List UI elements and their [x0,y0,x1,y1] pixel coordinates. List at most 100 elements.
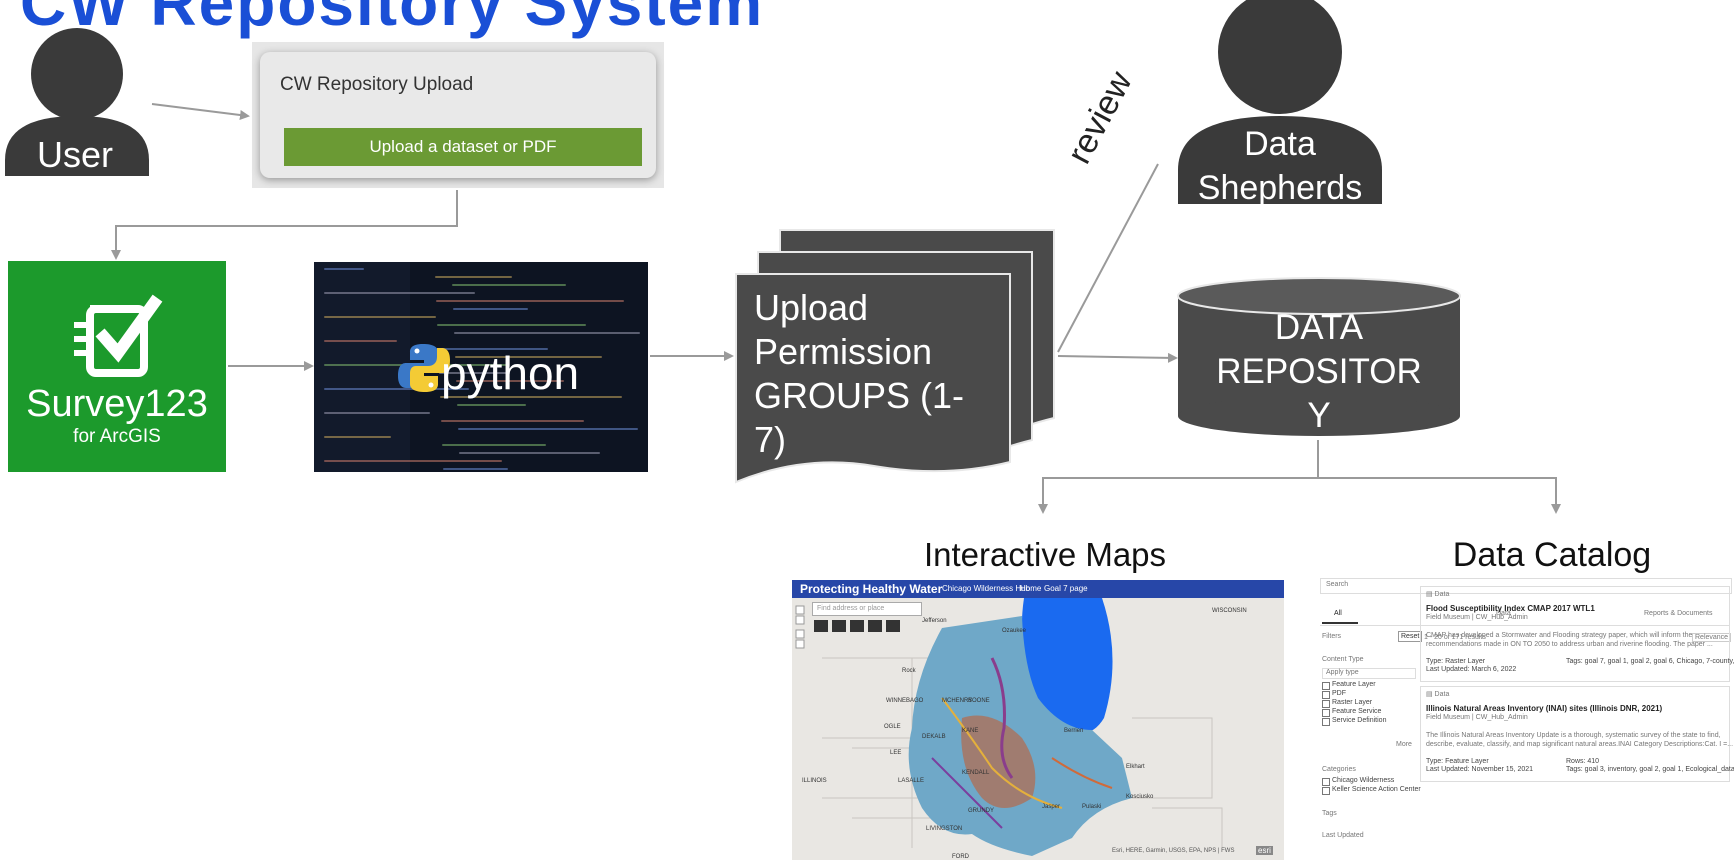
map-place-label: MCHENRY [942,698,973,704]
map-place-label: GRUNDY [968,808,995,814]
result-description: The Illinois Natural Areas Inventory Upd… [1426,732,1721,739]
code-line [438,348,548,350]
code-line [324,436,391,438]
result-title[interactable]: Flood Susceptibility Index CMAP 2017 WTL… [1426,604,1595,613]
filter-option-label: PDF [1332,690,1346,697]
python-logo-icon [398,344,450,392]
tab-all[interactable]: All [1334,610,1342,617]
filter-checkbox[interactable] [1322,700,1330,708]
upload-to-survey-arrow [111,190,458,260]
result-description: describe, evaluate, classify, and map si… [1426,741,1734,748]
reset-button[interactable]: Reset [1398,631,1423,642]
last-updated-filter-label[interactable]: Last Updated [1322,832,1364,839]
filter-option-label: Feature Service [1332,708,1382,715]
map-place-label: BOONE [968,698,990,704]
catalog-result-card[interactable] [1420,686,1730,782]
result-title[interactable]: Illinois Natural Areas Inventory (INAI) … [1426,704,1663,713]
filter-option-label: Raster Layer [1332,699,1373,706]
data-shepherds-label: Data Shepherds [1170,122,1390,210]
code-line [324,316,436,318]
survey123-title: Survey123 [26,383,208,425]
upload-groups-line: 7) [754,419,787,460]
python-code-image: python [314,262,648,472]
filter-checkbox[interactable] [1322,709,1330,717]
code-line [453,308,528,310]
code-line [440,396,622,398]
filter-checkbox[interactable] [1322,778,1330,786]
filter-option-label: Keller Science Action Center [1332,786,1421,793]
survey123-subtitle: for ArcGIS [73,426,161,447]
filters-label: Filters [1322,633,1342,640]
map-nav-home[interactable]: Home [1020,584,1042,593]
data-repository-label: DATA REPOSITOR Y [1176,306,1462,438]
code-line [324,292,475,294]
watershed-map [792,598,1284,860]
apply-type-input[interactable] [1322,668,1416,679]
tags-filter-label[interactable]: Tags [1322,810,1337,817]
code-line [455,356,602,358]
filter-option-label: Service Definition [1332,717,1387,724]
code-line [439,372,510,374]
code-line [324,268,364,270]
result-kind: ▤ Data [1426,591,1450,598]
result-kind: ▤ Data [1426,691,1450,698]
map-place-label: Jefferson [922,618,947,624]
result-tags: Tags: goal 7, goal 1, goal 2, goal 6, Ch… [1566,658,1734,665]
result-description: CMAP has developed a Stormwater and Floo… [1426,632,1693,639]
result-description: recommendations made in ON TO 2050 to ad… [1426,641,1713,648]
review-line [1057,163,1159,353]
map-nav-goal[interactable]: Goal 7 page [1044,584,1088,593]
result-updated: Last Updated: November 15, 2021 [1426,766,1534,773]
map-place-label: LASALLE [898,778,925,784]
upload-dataset-button[interactable]: Upload a dataset or PDF [284,128,642,166]
data-shepherds-line1: Data [1244,125,1316,163]
map-place-label: LEE [890,750,902,756]
user-label: User [36,134,113,175]
code-line [324,340,397,342]
filter-option-label: Feature Layer [1332,681,1376,688]
survey123-logo: Survey123 for ArcGIS [8,261,226,472]
user-icon [5,28,149,176]
filter-checkbox[interactable] [1322,787,1330,795]
filter-checkbox[interactable] [1322,682,1330,690]
map-place-label: DEKALB [922,734,946,740]
map-search-input[interactable]: Find address or place [812,602,922,616]
filter-option-label: Chicago Wilderness [1332,777,1395,784]
interactive-maps-caption: Interactive Maps [923,536,1167,573]
repository-line: Y [1307,396,1331,435]
code-line [442,444,546,446]
upload-groups-line: Permission [754,331,933,372]
map-place-label: FORD [952,854,969,860]
page-title: CW Repository System [20,0,765,39]
catalog-search-input[interactable] [1320,578,1732,594]
map-place-label: LIVINGSTON [926,826,963,832]
survey-checkbox-icon [74,294,163,377]
code-line [443,468,508,470]
upload-groups-line: GROUPS (1- [754,375,965,416]
result-owner: Field Museum | CW_Hub_Admin [1426,614,1528,621]
map-place-label: Kosciusko [1126,794,1154,800]
categories-label: Categories [1322,766,1356,773]
filter-checkbox[interactable] [1322,691,1330,699]
user-to-upload-arrow [151,103,250,120]
more-link[interactable]: More [1396,741,1412,748]
map-place-label: ILLINOIS [802,778,827,784]
upload-form-screenshot: CW Repository Upload Upload a dataset or… [252,42,664,188]
upload-groups-line: Upload [754,287,869,328]
map-nav-hub[interactable]: Chicago Wilderness Hub [942,584,1031,593]
data-shepherds-icon [1178,0,1382,204]
upload-card: CW Repository Upload Upload a dataset or… [260,52,656,178]
map-place-label: Ozaukee [1002,628,1027,634]
code-line [324,412,430,414]
filter-checkbox[interactable] [1322,718,1330,726]
data-repository-icon [1177,277,1461,436]
tab-reports[interactable]: Reports & Documents [1644,610,1713,617]
code-line [324,460,502,462]
sort-select[interactable]: Relevance [1692,633,1732,642]
data-catalog-caption: Data Catalog [1452,536,1652,574]
catalog-result-card[interactable] [1420,586,1730,682]
upload-groups-label: Upload Permission GROUPS (1- 7) [754,286,994,462]
tab-data[interactable]: Data [1496,610,1511,617]
interactive-maps-screenshot: Protecting Healthy Water Chicago Wildern… [792,580,1284,860]
